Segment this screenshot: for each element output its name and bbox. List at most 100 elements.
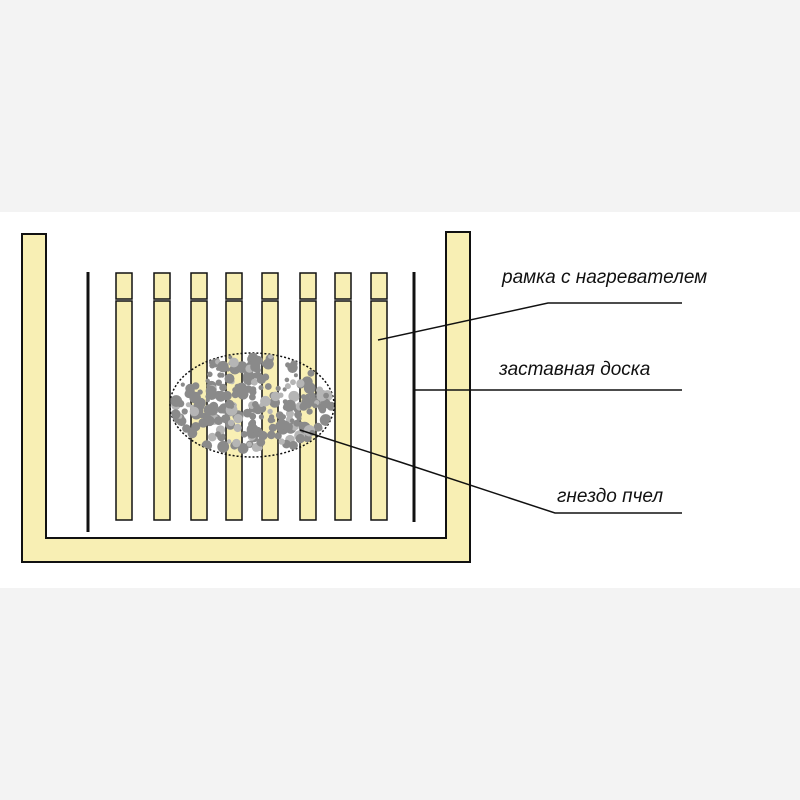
bee-cluster-dot bbox=[215, 379, 222, 386]
bee-cluster-dot bbox=[207, 404, 212, 410]
bee-cluster-dot bbox=[268, 414, 275, 420]
bee-cluster-dot bbox=[275, 385, 281, 391]
bee-cluster-dot bbox=[289, 418, 295, 424]
bee-cluster-dot bbox=[258, 385, 264, 391]
bee-cluster-dot bbox=[264, 383, 272, 390]
bee-cluster-dot bbox=[254, 367, 261, 374]
bee-cluster-dot bbox=[285, 405, 292, 412]
bee-cluster-dot bbox=[295, 433, 305, 444]
bee-cluster-dot bbox=[296, 416, 302, 421]
hive-box-outline bbox=[21, 231, 471, 563]
bee-cluster-dot bbox=[224, 373, 235, 384]
frame-top-bar bbox=[115, 272, 133, 300]
bee-cluster-dot bbox=[251, 378, 258, 386]
bee-cluster-dot bbox=[278, 438, 285, 445]
bee-cluster-dot bbox=[185, 402, 191, 408]
bee-cluster-dot bbox=[243, 410, 248, 415]
bee-cluster-dot bbox=[184, 389, 193, 399]
bee-cluster-dot bbox=[306, 408, 313, 415]
bee-cluster-dot bbox=[231, 391, 239, 399]
bee-cluster-dot bbox=[320, 407, 325, 412]
frame bbox=[370, 300, 388, 521]
bee-cluster-dot bbox=[326, 401, 334, 411]
bee-cluster-dot bbox=[240, 431, 248, 438]
bee-cluster-dot bbox=[217, 405, 226, 414]
bee-cluster-dot bbox=[170, 409, 181, 420]
bee-cluster-dot bbox=[287, 362, 298, 373]
label-bee-nest: гнездо пчел bbox=[557, 486, 663, 507]
bee-cluster-dot bbox=[323, 392, 329, 399]
bee-cluster-dot bbox=[233, 414, 243, 424]
frame bbox=[334, 300, 352, 521]
frame-top-bar bbox=[261, 272, 279, 300]
bee-cluster-dot bbox=[299, 402, 308, 411]
bee-cluster-dot bbox=[288, 440, 298, 450]
bee-cluster-dot bbox=[256, 437, 266, 447]
bee-cluster-dot bbox=[258, 414, 264, 420]
label-heater-frame: рамка с нагревателем bbox=[501, 267, 707, 288]
bee-cluster-dot bbox=[215, 431, 221, 438]
label-partition-board: заставная доска bbox=[498, 359, 650, 380]
bee-cluster-dot bbox=[195, 397, 206, 409]
bee-cluster-dot bbox=[303, 382, 316, 394]
leader-line-heater-frame bbox=[377, 302, 682, 341]
bee-cluster-dot bbox=[233, 423, 242, 433]
bee-cluster-dot bbox=[249, 412, 257, 420]
bee-cluster-dot bbox=[252, 372, 260, 379]
bee-cluster-dot bbox=[267, 430, 276, 440]
bee-cluster-dot bbox=[189, 406, 200, 417]
frame bbox=[115, 300, 133, 521]
bee-cluster-dot bbox=[268, 354, 274, 360]
bee-cluster-dot bbox=[316, 425, 323, 432]
bee-nest bbox=[169, 352, 335, 458]
frame-top-bar bbox=[370, 272, 388, 300]
bee-cluster-dot bbox=[267, 408, 273, 415]
bee-cluster-dot bbox=[217, 372, 223, 378]
bee-cluster-dot bbox=[249, 393, 256, 401]
bee-cluster-dot bbox=[256, 374, 267, 384]
bee-cluster-dot bbox=[249, 386, 257, 393]
bee-cluster-dot bbox=[248, 420, 256, 429]
bee-cluster-dot bbox=[205, 378, 210, 383]
bee-cluster-dot bbox=[319, 414, 332, 426]
bee-cluster-dot bbox=[176, 416, 187, 427]
bee-cluster-dot bbox=[217, 360, 229, 373]
frame bbox=[153, 300, 171, 521]
bee-cluster-dot bbox=[296, 379, 305, 388]
bee-cluster-dot bbox=[312, 403, 318, 409]
frame-top-bar bbox=[225, 272, 243, 300]
bee-cluster-dot bbox=[181, 408, 188, 415]
bee-cluster-dot bbox=[275, 421, 285, 431]
bee-cluster-dot bbox=[237, 443, 249, 454]
bee-cluster-dot bbox=[293, 373, 298, 378]
bee-cluster-dot bbox=[219, 383, 227, 392]
bee-cluster-dot bbox=[260, 395, 271, 407]
bee-cluster-dot bbox=[217, 440, 230, 453]
bee-nest-cluster bbox=[170, 353, 334, 454]
bee-cluster-dot bbox=[229, 403, 234, 409]
bee-cluster-dot bbox=[188, 427, 196, 435]
frame-top-bar bbox=[334, 272, 352, 300]
frame-top-bar bbox=[190, 272, 208, 300]
bee-cluster-dot bbox=[307, 369, 315, 377]
bee-cluster-dot bbox=[282, 399, 288, 405]
bee-cluster-dot bbox=[192, 382, 200, 390]
bee-cluster-dot bbox=[281, 414, 286, 420]
bee-cluster-dot bbox=[274, 432, 282, 440]
diagram-background bbox=[0, 212, 800, 588]
bee-cluster-dot bbox=[282, 387, 287, 392]
bee-cluster-dot bbox=[204, 415, 215, 427]
bee-cluster-dot bbox=[214, 416, 224, 425]
bee-cluster-dot bbox=[284, 377, 290, 383]
bee-cluster-dot bbox=[270, 391, 281, 402]
bee-cluster-dot bbox=[203, 404, 216, 416]
bee-cluster-dot bbox=[207, 371, 213, 378]
bee-cluster-dot bbox=[210, 391, 216, 397]
bee-cluster-dot bbox=[246, 441, 252, 447]
bee-cluster-dot bbox=[288, 390, 300, 402]
bee-cluster-dot bbox=[262, 358, 274, 370]
frame-top-bar bbox=[153, 272, 171, 300]
leader-line-bee-nest bbox=[299, 429, 682, 514]
bee-cluster-dot bbox=[252, 401, 259, 408]
